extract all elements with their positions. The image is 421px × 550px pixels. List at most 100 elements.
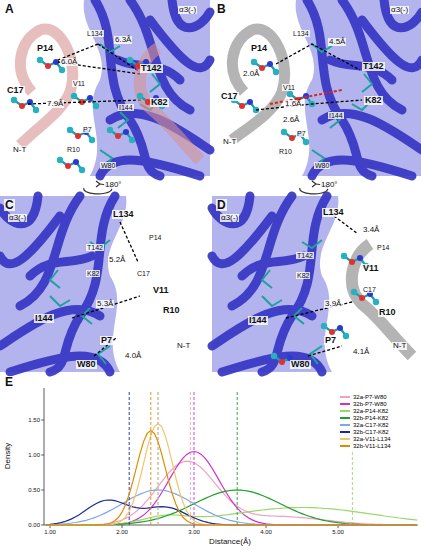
- residue-label: α3(-): [390, 6, 409, 14]
- panel-label: C: [4, 199, 15, 211]
- density-curve: [46, 452, 417, 526]
- residue-label: 5.00: [331, 529, 345, 535]
- mean-line: [150, 392, 151, 525]
- residue-label: 3.9Å: [324, 300, 342, 308]
- residue-label: C17: [136, 270, 151, 277]
- residue-label: 4.00: [259, 529, 273, 535]
- panel-label: B: [216, 3, 227, 15]
- residue-label: Distance(Å): [208, 538, 252, 546]
- density-curve: [46, 461, 417, 525]
- residue-label: V11: [282, 84, 296, 91]
- legend-swatch: [340, 438, 350, 440]
- density-curve: [46, 424, 417, 526]
- mean-line: [158, 392, 159, 525]
- residue-label: α3(-): [178, 6, 197, 14]
- residue-label: T142: [86, 244, 104, 251]
- residue-label: L134: [86, 30, 104, 37]
- plot-legend: 32a-P7-W8032b-P7-W8032a-P14-K8232b-P14-K…: [338, 392, 393, 450]
- residue-label: 2.00: [115, 529, 129, 535]
- panel-label: C17: [6, 86, 25, 95]
- legend-swatch: [340, 445, 350, 447]
- residue-label: N-T: [392, 342, 407, 350]
- panel-label: A: [4, 3, 15, 15]
- legend-row: 32b-C17-K82: [340, 428, 391, 435]
- residue-label: 3.4Å: [362, 226, 380, 234]
- panel-label: I144: [248, 316, 268, 325]
- residue-label: 6.0Å: [60, 58, 78, 66]
- legend-text: 32b-V11-L134: [353, 443, 391, 449]
- panel-label: V11: [152, 286, 170, 295]
- residue-label: P7: [82, 126, 93, 133]
- residue-label: I144: [328, 112, 344, 119]
- residue-label: R10: [278, 148, 293, 155]
- panel-label: D: [216, 199, 227, 211]
- panel-label: P7: [324, 336, 337, 345]
- panel-label: W80: [290, 360, 311, 369]
- legend-row: 32b-P14-K82: [340, 414, 391, 421]
- panel-label: I144: [34, 314, 54, 323]
- legend-swatch: [340, 396, 350, 398]
- legend-text: 32a-P14-K82: [353, 408, 388, 414]
- mean-line: [237, 392, 238, 525]
- legend-swatch: [340, 403, 350, 405]
- residue-label: W80: [314, 162, 330, 169]
- panel-label: C17: [220, 92, 239, 101]
- density-curve: [46, 431, 417, 526]
- residue-label: K82: [86, 270, 100, 277]
- legend-row: 32a-P14-K82: [340, 407, 391, 414]
- residue-label: P14: [376, 244, 390, 251]
- panel-label: K82: [364, 96, 383, 105]
- residue-label: 5.3Å: [96, 300, 114, 308]
- mean-line: [129, 392, 130, 525]
- residue-label: α3(-): [220, 214, 239, 222]
- residue-label: 4.0Å: [124, 352, 142, 360]
- residue-label: P14: [148, 234, 162, 241]
- legend-row: 32b-P7-W80: [340, 400, 391, 407]
- legend-text: 32a-C17-K82: [353, 422, 389, 428]
- legend-text: 32b-P7-W80: [353, 401, 387, 407]
- residue-label: R10: [66, 146, 81, 153]
- residue-label: 180°: [320, 181, 339, 189]
- density-curve: [46, 490, 417, 525]
- legend-swatch: [340, 431, 350, 433]
- panel-label: R10: [378, 308, 397, 317]
- panel-label: E: [4, 376, 14, 388]
- legend-swatch: [340, 410, 350, 412]
- residue-label: C17: [362, 286, 377, 293]
- residue-label: N-T: [222, 138, 237, 146]
- legend-text: 32b-C17-K82: [353, 429, 389, 435]
- residue-label: 0.00: [27, 522, 41, 528]
- legend-row: 32a-V11-L134: [340, 435, 391, 442]
- residue-label: 1.00: [27, 452, 41, 458]
- panel-label: P7: [100, 336, 113, 345]
- panel-label: R10: [162, 306, 181, 315]
- panel-label: V11: [362, 264, 380, 273]
- residue-label: 1.00: [43, 529, 57, 535]
- residue-label: K82: [296, 272, 310, 279]
- density-curve: [46, 508, 417, 526]
- residue-label: 2.0Å: [242, 70, 260, 78]
- residue-label: 4.5Å: [328, 38, 346, 46]
- residue-label: 3.00: [187, 529, 201, 535]
- legend-text: 32a-V11-L134: [353, 436, 391, 442]
- residue-label: 180°: [104, 181, 123, 189]
- residue-label: P7: [296, 130, 307, 137]
- residue-label: L134: [292, 30, 310, 37]
- residue-label: I144: [118, 104, 134, 111]
- panel-label: P14: [250, 44, 268, 53]
- legend-text: 32b-P14-K82: [353, 415, 388, 421]
- residue-label: V11: [72, 80, 86, 87]
- legend-text: 32a-P7-W80: [353, 394, 387, 400]
- residue-label: 4.1Å: [352, 348, 370, 356]
- panel-label: P14: [36, 44, 54, 53]
- residue-label: 5.2Å: [108, 256, 126, 264]
- mean-line: [158, 392, 159, 525]
- residue-label: 1.6Å: [284, 100, 302, 108]
- legend-row: 32a-P7-W80: [340, 393, 391, 400]
- residue-label: 6.3Å: [114, 36, 132, 44]
- residue-label: 2.6Å: [282, 116, 300, 124]
- density-curve: [46, 490, 417, 525]
- panel-label: T142: [140, 64, 163, 73]
